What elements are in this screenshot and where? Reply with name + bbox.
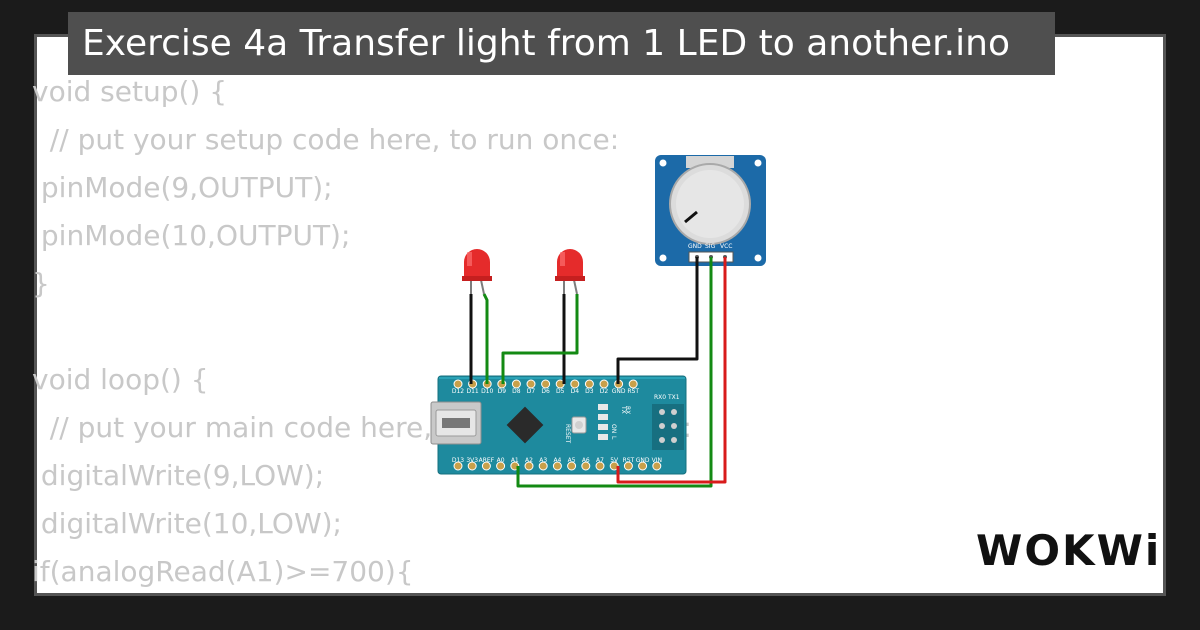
pin-label: A7 <box>596 457 604 464</box>
wire-led2-anode <box>501 294 579 384</box>
wires <box>469 257 727 488</box>
board-pin <box>638 461 648 471</box>
pin-label: D6 <box>541 388 550 395</box>
board-pin <box>526 379 536 389</box>
tx1-label: TX1 <box>667 394 680 401</box>
pot-gnd-label: GND <box>688 243 702 250</box>
pin-label: D9 <box>498 388 507 395</box>
microcontroller-chip <box>506 406 544 444</box>
pin-label: A0 <box>497 457 505 464</box>
board-pin <box>496 461 506 471</box>
board-pin <box>524 461 534 471</box>
potentiometer[interactable]: GND SIG VCC <box>655 155 766 266</box>
pot-sig-label: SIG <box>705 243 716 250</box>
l-label: L <box>610 436 617 440</box>
pin-label: A5 <box>568 457 576 464</box>
pin-label: RST <box>623 457 635 464</box>
pin-label: D2 <box>600 388 609 395</box>
wire-pot-sig <box>516 257 713 488</box>
pot-vcc-label: VCC <box>720 243 732 250</box>
wire-pot-gnd <box>616 257 699 384</box>
pin-label: A1 <box>511 457 519 464</box>
pin-label: D12 <box>452 388 464 395</box>
rx-label: RX <box>624 406 631 414</box>
pin-label: RST <box>627 388 639 395</box>
code-line: // put your setup code here, to run once… <box>32 123 620 156</box>
board-pin <box>581 461 591 471</box>
pin-label: A4 <box>553 457 561 464</box>
pin-label: A2 <box>525 457 533 464</box>
code-line: void loop() { <box>32 363 209 396</box>
wokwi-logo-text: WOKWi <box>976 526 1162 575</box>
board-pin <box>453 461 463 471</box>
wire-led1-anode <box>482 293 489 384</box>
board-pin <box>481 461 491 471</box>
board-pin <box>552 461 562 471</box>
code-line: } <box>32 267 50 300</box>
status-leds <box>598 404 608 440</box>
pin-label: AREF <box>479 457 495 464</box>
pin-label: GND <box>636 457 650 464</box>
red-led-2 <box>555 249 585 295</box>
board-pin <box>623 461 633 471</box>
pin-label: D3 <box>585 388 594 395</box>
pin-label: 3V3 <box>466 457 478 464</box>
code-line: if(analogRead(A1)>=700){ <box>32 555 414 588</box>
wokwi-logo: WOKWi <box>976 526 1161 575</box>
board-pin <box>567 461 577 471</box>
board-pin <box>467 461 477 471</box>
pin-label: D7 <box>527 388 536 395</box>
board-pin <box>652 461 662 471</box>
pin-label: D5 <box>556 388 565 395</box>
pot-knob-indicator <box>684 210 698 224</box>
board-pin <box>511 379 521 389</box>
code-line: pinMode(9,OUTPUT); <box>32 171 333 204</box>
code-line: pinMode(10,OUTPUT); <box>32 219 351 252</box>
preview-card <box>34 34 1166 596</box>
board-pin <box>538 461 548 471</box>
rx0-label: RX0 <box>654 394 666 401</box>
pin-label: 5V <box>610 457 619 464</box>
pin-label: A3 <box>539 457 547 464</box>
board-pin <box>541 379 551 389</box>
pin-label: D10 <box>481 388 493 395</box>
board-pin <box>584 379 594 389</box>
pin-label: D13 <box>452 457 464 464</box>
pin-label: VIN <box>652 457 662 464</box>
code-line: void setup() { <box>32 75 228 108</box>
tx-label: TX <box>620 405 627 414</box>
project-title: Exercise 4a Transfer light from 1 LED to… <box>68 12 1055 75</box>
pin-label: D11 <box>466 388 478 395</box>
board-pin <box>453 379 463 389</box>
red-led-1 <box>462 249 492 295</box>
pin-label: GND <box>612 388 626 395</box>
icsp-header <box>652 404 684 450</box>
board-pin <box>570 379 580 389</box>
pin-label: D8 <box>512 388 521 395</box>
board-pin <box>628 379 638 389</box>
board-pin <box>599 379 609 389</box>
pin-label: A6 <box>582 457 590 464</box>
board-pin <box>595 461 605 471</box>
code-line: digitalWrite(9,LOW); <box>32 459 325 492</box>
code-line: digitalWrite(10,LOW); <box>32 507 342 540</box>
on-label: ON <box>610 424 617 433</box>
reset-label: RESET <box>564 424 571 444</box>
pin-label: D4 <box>571 388 580 395</box>
wire-pot-vcc <box>616 257 727 484</box>
